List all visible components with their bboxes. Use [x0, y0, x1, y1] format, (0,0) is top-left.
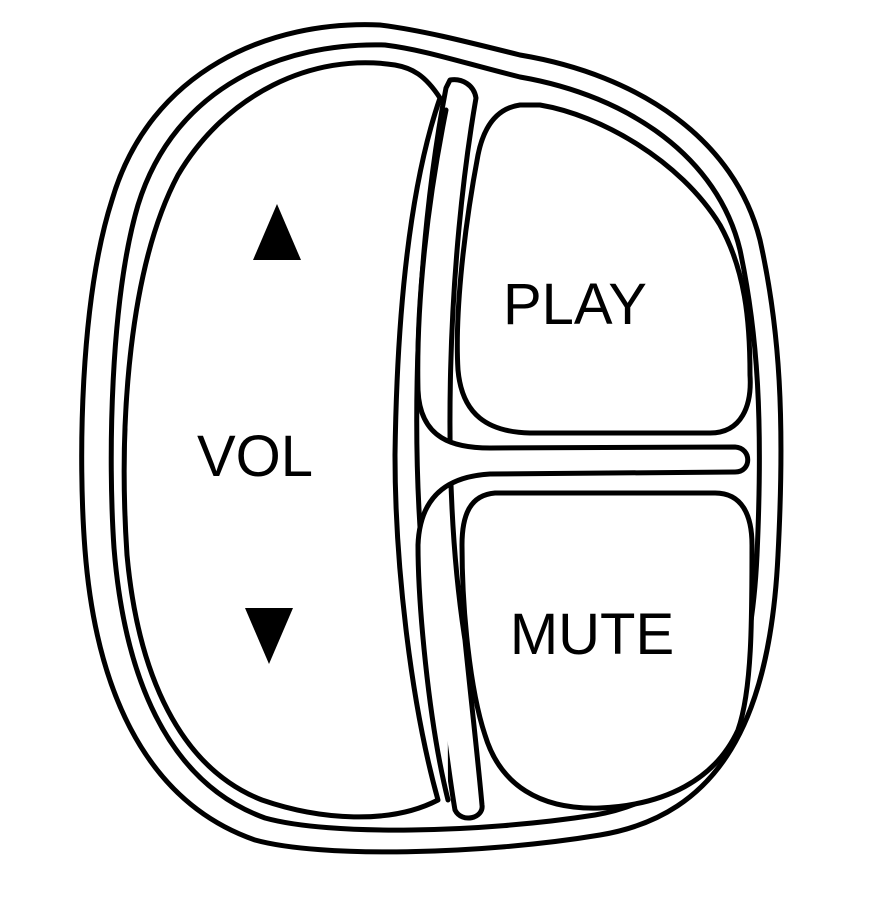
mute-button[interactable] — [459, 490, 755, 811]
volume-label: VOL — [197, 424, 313, 489]
horizontal-divider — [415, 107, 751, 803]
triangle-down-icon — [245, 608, 293, 664]
play-label: PLAY — [503, 272, 647, 337]
mute-label: MUTE — [510, 602, 674, 667]
triangle-up-icon — [253, 204, 301, 260]
play-button[interactable] — [454, 102, 753, 436]
volume-rocker-button[interactable] — [121, 60, 443, 820]
